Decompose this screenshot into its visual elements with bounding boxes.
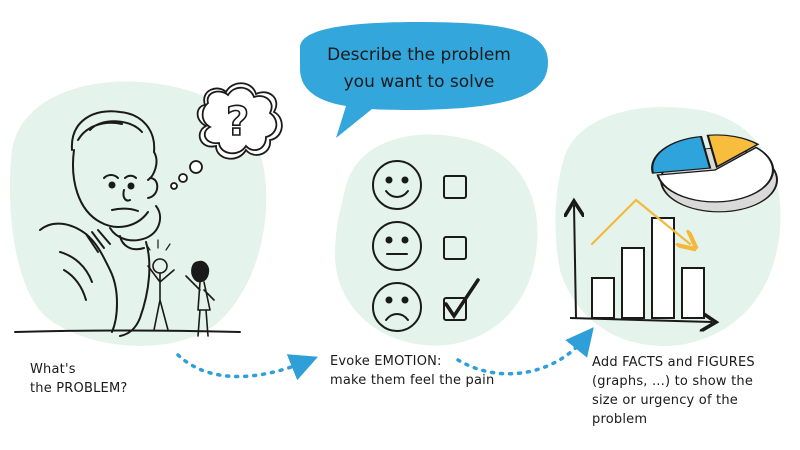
- happy-face-icon: [372, 160, 422, 210]
- checkbox-neutral: [443, 236, 467, 260]
- neutral-face-icon: [372, 221, 422, 271]
- bar-3: [651, 217, 675, 319]
- checkbox-happy: [443, 175, 467, 199]
- trend-arrow: [590, 198, 690, 244]
- question-mark: ?: [226, 99, 249, 145]
- pie-chart-icon: [651, 134, 778, 213]
- bar-2: [621, 247, 645, 319]
- speech-bubble-text: Describe the problem you want to solve: [327, 45, 511, 92]
- bar-1: [591, 277, 615, 319]
- bar-chart-icon: [570, 200, 712, 322]
- step-caption-emotion: Evoke EMOTION: make them feel the pain: [330, 354, 495, 388]
- step-caption-problem: What's the PROBLEM?: [30, 362, 128, 396]
- sad-face-icon: [372, 282, 422, 332]
- pie-slice-2: [651, 135, 712, 174]
- dotted-arrow-1: [176, 353, 319, 381]
- arguing-couple-icon: [145, 239, 215, 337]
- step-caption-facts: Add FACTS and FIGURES (graphs, ...) to s…: [592, 355, 755, 427]
- smiley-checklist-icon: [372, 160, 480, 332]
- pie-slice-1: [656, 146, 775, 203]
- speech-bubble: [300, 22, 548, 138]
- check-mark-icon: [444, 278, 480, 320]
- pie-slice-3: [706, 134, 760, 169]
- checkbox-sad: [443, 297, 467, 321]
- bar-4: [681, 267, 705, 319]
- middle-blob-background: [335, 134, 538, 346]
- dotted-arrow-2: [456, 327, 594, 376]
- thinking-man-icon: [14, 110, 241, 337]
- bar-chart-y-axis: [574, 205, 576, 319]
- thought-bubble: ?: [170, 82, 283, 190]
